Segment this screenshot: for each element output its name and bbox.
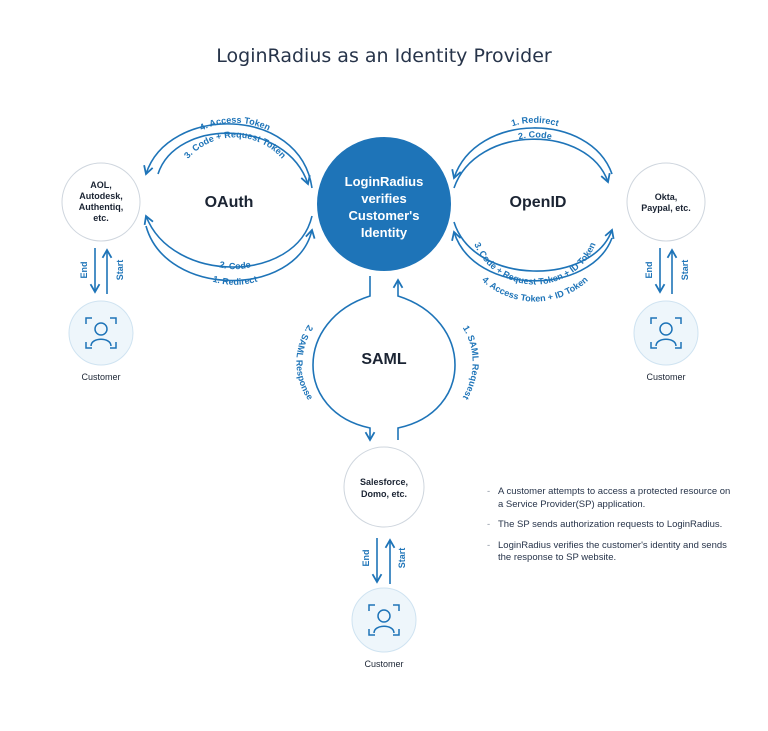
bottom-provider-node xyxy=(343,446,425,528)
oauth-redirect-arrow xyxy=(145,225,316,282)
saml-flow xyxy=(312,276,456,442)
saml-response-arrow xyxy=(312,276,376,442)
bottom-provider-line-1: Salesforce, xyxy=(360,477,408,487)
openid-code-label: 2. Code xyxy=(517,129,553,141)
left-start-label: Start xyxy=(115,260,125,281)
right-provider-node xyxy=(626,162,706,242)
center-line-3: Customer's xyxy=(349,208,420,223)
bottom-customer-label: Customer xyxy=(364,659,403,669)
center-line-4: Identity xyxy=(361,225,408,240)
note-item: A customer attempts to access a protecte… xyxy=(487,486,737,511)
left-customer-icon xyxy=(85,317,117,349)
openid-redirect-arrow xyxy=(451,127,613,180)
oauth-code-arrow xyxy=(143,214,313,268)
openid-access-id-token-arrow xyxy=(451,230,613,282)
right-provider-line-2: Paypal, etc. xyxy=(641,203,691,213)
bottom-start-label: Start xyxy=(397,548,407,569)
saml-label: SAML xyxy=(361,351,407,368)
left-end-label: End xyxy=(79,262,89,279)
right-start-label: Start xyxy=(680,260,690,281)
right-provider-line-1: Okta, xyxy=(655,192,678,202)
left-customer-circle xyxy=(68,300,134,366)
openid-flow xyxy=(451,127,615,282)
right-end-label: End xyxy=(644,262,654,279)
center-line-2: verifies xyxy=(361,191,407,206)
left-provider-node xyxy=(61,162,141,242)
loginradius-circle xyxy=(317,137,451,271)
saml-request-label: 1. SAML Request xyxy=(461,324,481,402)
oauth-code-label: 2. Code xyxy=(218,259,251,271)
right-end-start xyxy=(654,248,678,294)
openid-label: OpenID xyxy=(510,194,567,211)
oauth-code-request-token-arrow xyxy=(157,132,311,186)
center-line-1: LoginRadius xyxy=(345,174,424,189)
right-customer-icon xyxy=(650,317,682,349)
left-provider-line-1: AOL, xyxy=(90,180,112,190)
bottom-end-label: End xyxy=(361,550,371,567)
bottom-provider-line-2: Domo, etc. xyxy=(361,489,407,499)
right-customer-circle xyxy=(633,300,699,366)
note-item: LoginRadius verifies the customer's iden… xyxy=(487,540,737,565)
right-customer-label: Customer xyxy=(646,372,685,382)
openid-code-request-id-token-arrow xyxy=(453,221,615,272)
saml-response-label: 2. SAML Response xyxy=(294,323,315,401)
openid-code-arrow xyxy=(453,138,611,189)
oauth-flow xyxy=(143,123,316,282)
oauth-label: OAuth xyxy=(205,194,254,211)
left-provider-line-3: Authentiq, xyxy=(79,202,124,212)
openid-redirect-label: 1. Redirect xyxy=(510,115,560,129)
oauth-access-token-arrow xyxy=(143,123,313,189)
bottom-customer-icon xyxy=(368,604,400,636)
oauth-redirect-label: 1. Redirect xyxy=(212,274,259,287)
left-provider-line-2: Autodesk, xyxy=(79,191,123,201)
left-end-start xyxy=(89,248,113,294)
bottom-customer-circle xyxy=(351,587,417,653)
saml-request-arrow xyxy=(392,278,456,440)
left-customer-label: Customer xyxy=(81,372,120,382)
left-provider-line-4: etc. xyxy=(93,213,109,223)
notes-list: A customer attempts to access a protecte… xyxy=(487,486,737,573)
bottom-end-start xyxy=(371,538,396,584)
diagram-title: LoginRadius as an Identity Provider xyxy=(216,45,552,67)
note-item: The SP sends authorization requests to L… xyxy=(487,519,737,532)
